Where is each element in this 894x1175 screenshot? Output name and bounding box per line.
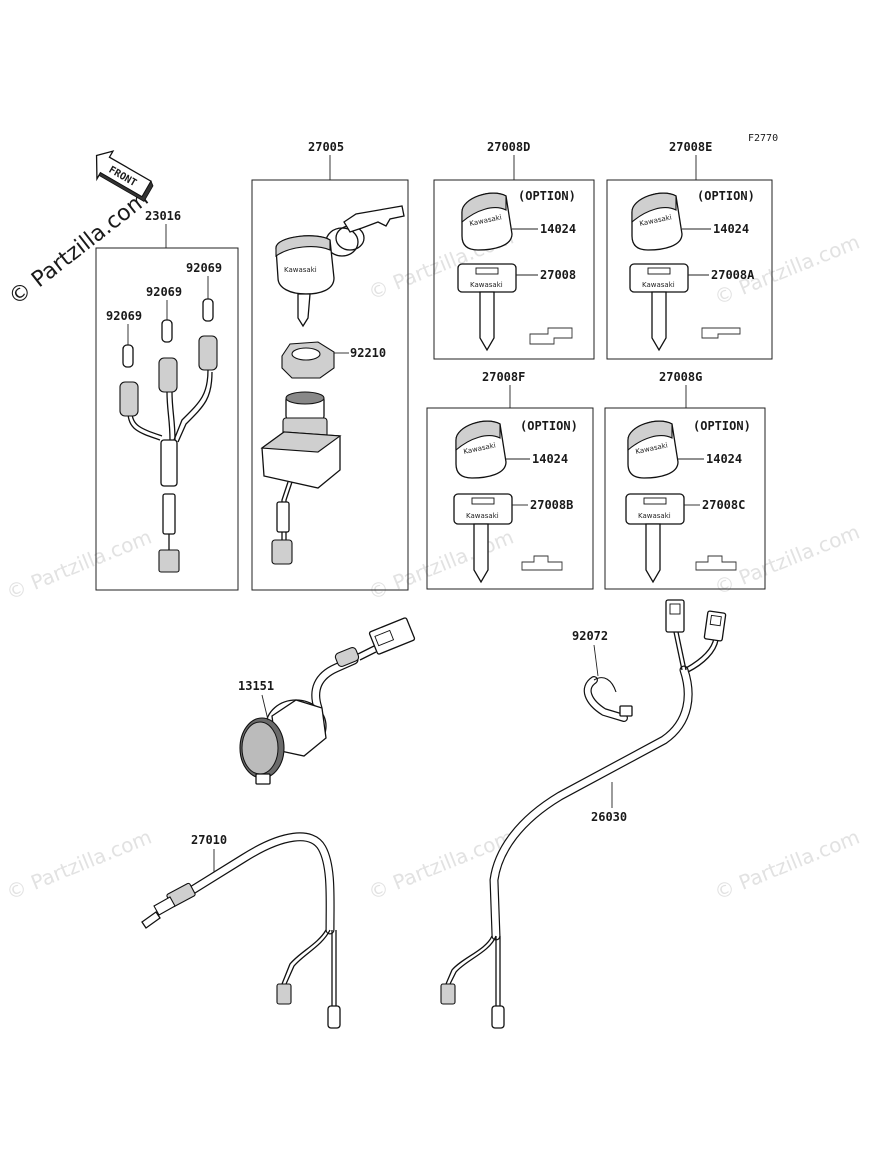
watermark: © Partzilla.com (711, 520, 863, 600)
watermark-dark: © Partzilla.com (4, 187, 153, 311)
part-label-26030: 26030 (591, 810, 627, 824)
ignition-switch-27005: Kawasaki 92210 (260, 205, 405, 565)
key-set-27008e: (OPTION) Kawasaki 14024 Kawasaki 27008A (629, 189, 755, 352)
key-set-27008f: (OPTION) Kawasaki 14024 Kawasaki 27008B (453, 419, 578, 584)
option-label: (OPTION) (520, 419, 578, 433)
part-label-14024-f: 14024 (532, 452, 568, 466)
part-label-23016: 23016 (145, 209, 181, 223)
part-label-14024-g: 14024 (706, 452, 742, 466)
group-frame-27008g (604, 407, 766, 590)
group-frame-23016 (95, 247, 239, 591)
option-label: (OPTION) (693, 419, 751, 433)
part-label-27008: 27008 (540, 268, 576, 282)
part-label-27008g: 27008G (659, 370, 702, 384)
option-label: (OPTION) (697, 189, 755, 203)
watermark: © Partzilla.com (711, 825, 863, 905)
part-label-14024-e: 14024 (713, 222, 749, 236)
part-label-27008a: 27008A (711, 268, 755, 282)
part-label-92072: 92072 (572, 629, 608, 643)
part-label-92069-b: 92069 (146, 285, 182, 299)
socket-13151: 13151 (238, 617, 416, 785)
key-brand-label: Kawasaki (642, 281, 675, 289)
watermark: © Partzilla.com (365, 525, 517, 605)
part-label-27008d: 27008D (487, 140, 530, 154)
key-brand-label: Kawasaki (470, 281, 503, 289)
part-label-27008b: 27008B (530, 498, 573, 512)
key-brand-label: Kawasaki (466, 512, 499, 520)
part-label-27008e: 27008E (669, 140, 712, 154)
key-brand-label: Kawasaki (638, 512, 671, 520)
part-label-92210: 92210 (350, 346, 386, 360)
watermark: © Partzilla.com (3, 825, 155, 905)
figure-code: F2770 (748, 133, 778, 144)
key-set-27008g: (OPTION) Kawasaki 14024 Kawasaki 27008C (625, 419, 751, 584)
part-label-92069-a: 92069 (186, 261, 222, 275)
part-label-27005: 27005 (308, 140, 344, 154)
harness-26030: 26030 (440, 599, 727, 1029)
part-label-27008c: 27008C (702, 498, 745, 512)
clamp-92072: 92072 (572, 629, 633, 722)
option-label: (OPTION) (518, 189, 576, 203)
part-label-27010: 27010 (191, 833, 227, 847)
group-frame-27008e (606, 179, 773, 360)
harness-23016: 92069 92069 92069 (106, 261, 222, 573)
part-label-13151: 13151 (238, 679, 274, 693)
part-label-14024-d: 14024 (540, 222, 576, 236)
harness-27010: 27010 (141, 832, 341, 1029)
part-label-92069-c: 92069 (106, 309, 142, 323)
key-set-27008d: (OPTION) Kawasaki 14024 Kawasaki 27008 (457, 189, 576, 352)
front-arrow-icon: FRONT (95, 150, 154, 202)
watermark: © Partzilla.com (3, 525, 155, 605)
key-brand-label: Kawasaki (284, 266, 317, 274)
part-label-27008f: 27008F (482, 370, 525, 384)
